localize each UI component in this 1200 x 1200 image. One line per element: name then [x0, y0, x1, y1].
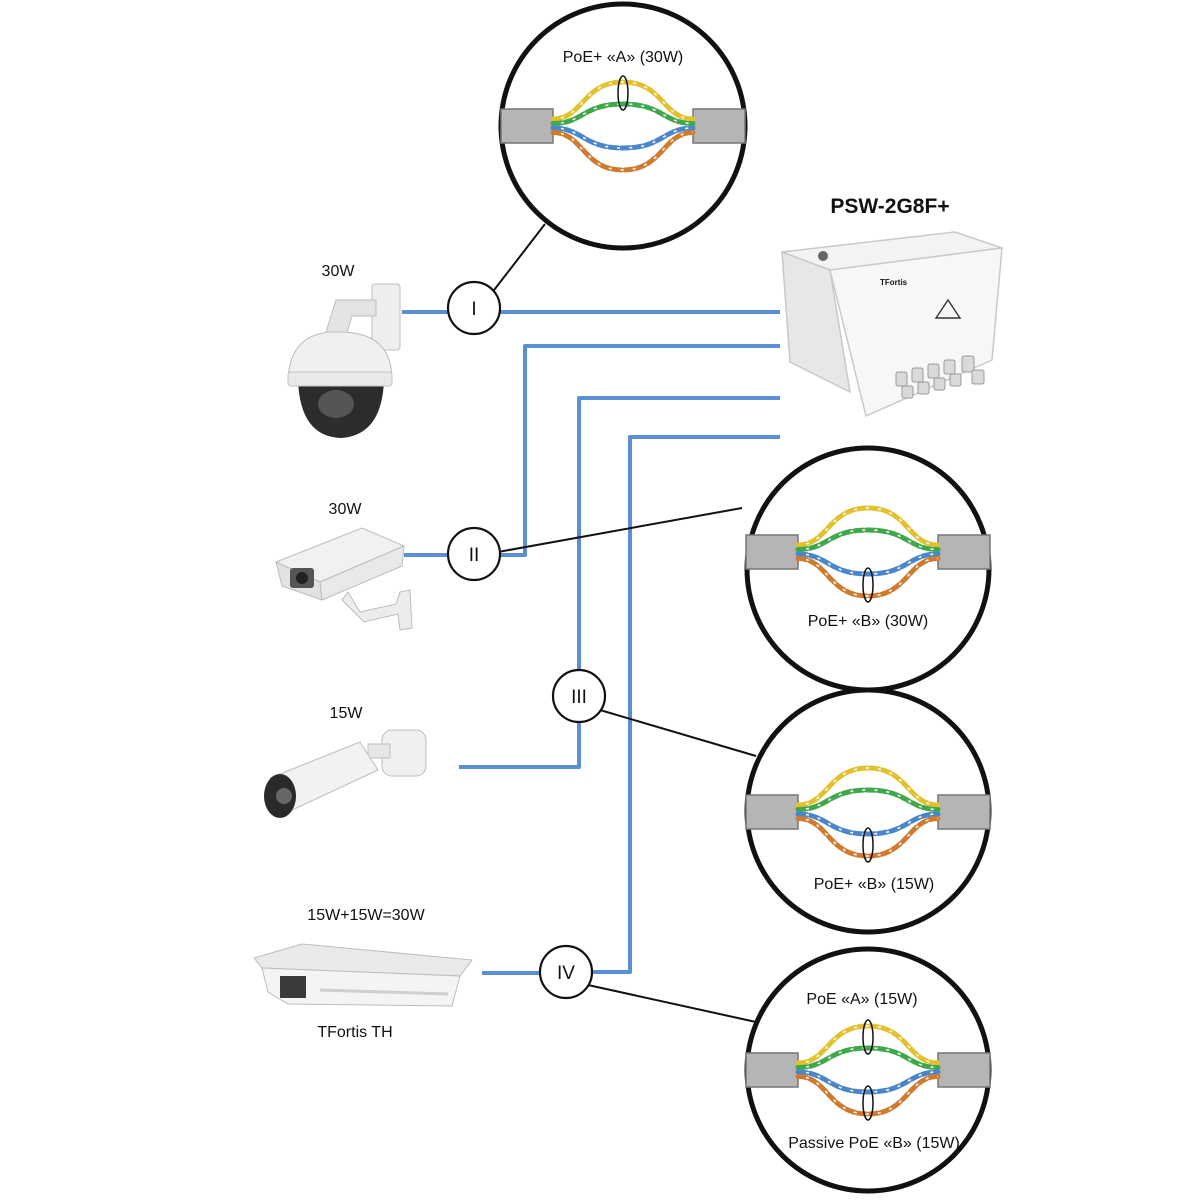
marker-II: II	[446, 526, 502, 582]
cable-3	[459, 396, 780, 769]
pair-marker-ring	[862, 1085, 874, 1121]
device-power-box: 30W	[329, 501, 363, 518]
cable-4	[592, 435, 780, 974]
switch-model-label: PSW-2G8F+	[830, 195, 949, 218]
marker-IV: IV	[538, 944, 594, 1000]
cable-jacket-right	[692, 108, 746, 144]
detail-circle-3: PoE+ «B» (15W)	[744, 687, 992, 935]
detail-3-label: PoE+ «B» (15W)	[814, 876, 935, 893]
callout-lines	[490, 223, 757, 1023]
cable-jacket-right	[937, 1052, 991, 1088]
wire-pair-stripe	[797, 817, 939, 857]
thermal-housing-camera-icon	[253, 943, 473, 1007]
marker-III-label: III	[571, 687, 587, 708]
ethernet-cables	[402, 310, 780, 975]
detail-4-label-a: PoE «A» (15W)	[806, 991, 917, 1008]
detail-circle-4: PoE «A» (15W) Passive PoE «B» (15W)	[744, 946, 992, 1194]
wire-pair-stripe	[552, 131, 694, 171]
marker-I: I	[446, 280, 502, 336]
device-power-bullet: 15W	[330, 705, 364, 722]
wire-pair-stripe	[797, 789, 939, 811]
wire-pair-stripe	[797, 1025, 939, 1064]
wire-pair-stripe	[552, 103, 694, 125]
switch-enclosure-icon: TFortis	[781, 231, 1003, 418]
cable-2	[500, 344, 780, 557]
wire-pair-stripe	[797, 529, 939, 551]
wire-pair-stripe	[797, 1071, 939, 1093]
cable-jacket-left	[745, 534, 799, 570]
switch-brand-label: TFortis	[880, 278, 908, 287]
device-power-dome: 30W	[322, 263, 356, 280]
switch-title-group: PSW-2G8F+	[830, 195, 949, 218]
cable-jacket-left	[500, 108, 554, 144]
pair-marker-ring	[862, 1019, 874, 1055]
twisted-pair-graphic	[745, 765, 991, 863]
cable-jacket-left	[745, 794, 799, 830]
marker-III: III	[551, 668, 607, 724]
wire-pair-stripe	[797, 813, 939, 835]
pair-marker-ring	[617, 75, 629, 111]
wire-pair-stripe	[797, 553, 939, 575]
pair-marker-ring	[862, 827, 874, 863]
device-name-housing: TFortis TH	[317, 1024, 392, 1041]
ptz-dome-camera-icon	[287, 283, 401, 438]
wire-pair-stripe	[552, 127, 694, 149]
bullet-camera-icon	[264, 729, 427, 818]
cable-jacket-left	[745, 1052, 799, 1088]
wire-pair-stripe	[797, 1047, 939, 1069]
box-camera-with-housing-icon	[274, 527, 413, 631]
wire-pair-stripe	[797, 1075, 939, 1115]
cable-jacket-right	[937, 794, 991, 830]
wire-pair-stripe	[552, 81, 694, 120]
detail-1-label: PoE+ «A» (30W)	[563, 49, 684, 66]
detail-2-label: PoE+ «B» (30W)	[808, 613, 929, 630]
pair-marker-ring	[862, 567, 874, 603]
marker-II-label: II	[469, 545, 480, 566]
wire-pair-stripe	[797, 767, 939, 806]
device-power-housing: 15W+15W=30W	[307, 907, 425, 924]
marker-IV-label: IV	[557, 963, 575, 984]
marker-I-label: I	[471, 299, 476, 320]
wire-pair-stripe	[797, 557, 939, 597]
detail-circle-2: PoE+ «B» (30W)	[744, 445, 992, 693]
detail-circle-1: PoE+ «A» (30W)	[498, 1, 748, 251]
wire-pair-stripe	[797, 507, 939, 546]
twisted-pair-graphic	[500, 75, 746, 173]
warning-icon	[934, 298, 962, 319]
detail-4-label-b: Passive PoE «B» (15W)	[788, 1135, 960, 1152]
twisted-pair-graphic	[745, 1019, 991, 1121]
cable-jacket-right	[937, 534, 991, 570]
twisted-pair-graphic	[745, 505, 991, 603]
